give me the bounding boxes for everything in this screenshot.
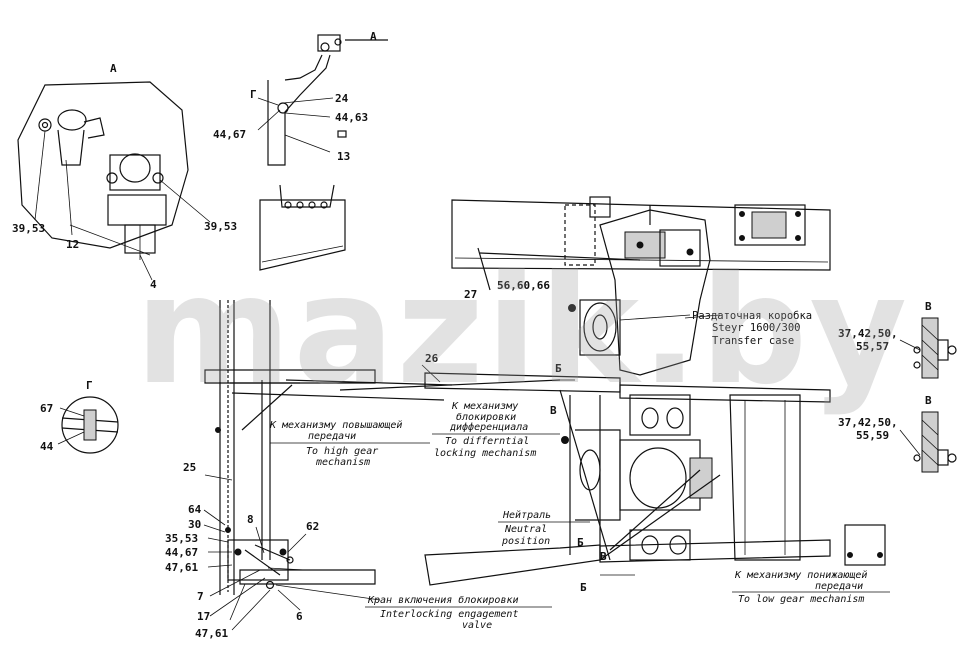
view-a-title: A (110, 62, 117, 75)
view-v-bottom-detail (899, 411, 957, 473)
high-gear-en-2: mechanism (315, 457, 370, 468)
diff-en-2: locking mechanism (434, 448, 536, 459)
diff-ru-2: блокировки (456, 411, 516, 423)
view-v-main2: В (600, 550, 607, 563)
callout-4: 4 (150, 278, 157, 291)
lower-assembly (560, 379, 721, 576)
callout-37-top-a: 37,42,50, (838, 327, 898, 340)
callout-7: 7 (197, 590, 204, 603)
callout-47-61-b: 47,61 (195, 627, 228, 640)
view-g-marker-top: Г (250, 88, 257, 101)
watermark-text: mazik.by (135, 244, 909, 418)
callout-13: 13 (337, 150, 350, 163)
view-a-marker-top: А (370, 30, 377, 43)
top-bracket (257, 34, 388, 209)
transfer-en: Transfer case (712, 335, 794, 347)
diff-ru-3: дифференциала (449, 421, 528, 433)
callout-37-bot-a: 37,42,50, (838, 416, 898, 429)
view-b-main2: Б (577, 536, 584, 549)
cross-members (559, 204, 886, 566)
view-v-main1: В (550, 404, 557, 417)
callout-6: 6 (296, 610, 303, 623)
callout-37-top-b: 55,57 (856, 340, 889, 353)
low-gear-ru-1: К механизму понижающей (734, 569, 867, 581)
view-b-main: Б (555, 362, 562, 375)
view-b-main3: Б (580, 581, 587, 594)
valve-en-1: Interlocking engagement (380, 609, 518, 620)
neutral-en-1: Neutral (504, 524, 547, 535)
callout-47-61-a: 47,61 (165, 561, 198, 574)
callout-39-53-left: 39,53 (12, 222, 45, 235)
callout-44-63: 44,63 (335, 111, 368, 124)
callout-37-bot-b: 55,59 (856, 429, 889, 442)
callout-44: 44 (40, 440, 54, 453)
low-gear-en: To low gear mechanism (738, 594, 864, 605)
view-v-top-title: В (925, 300, 932, 313)
transfer-ru: Раздаточная коробка (692, 310, 812, 322)
callout-64: 64 (188, 503, 202, 516)
valve-ru: Кран включения блокировки (367, 594, 519, 606)
high-gear-ru-2: передачи (308, 431, 356, 442)
high-gear-en-1: To high gear (306, 446, 378, 457)
callout-26: 26 (425, 352, 439, 365)
low-gear-ru-2: передачи (815, 581, 863, 592)
view-v-top-detail (899, 317, 957, 379)
view-g-title: Г (86, 379, 93, 392)
callout-30: 30 (188, 518, 201, 531)
callout-62: 62 (306, 520, 319, 533)
neutral-ru: Нейтраль (502, 509, 551, 521)
callout-44-67-top: 44,67 (213, 128, 246, 141)
callout-67: 67 (40, 402, 53, 415)
high-gear-ru-1: К механизму повышающей (269, 419, 402, 431)
callout-56-60-66: 56,60,66 (497, 279, 550, 292)
transfer-model: Steyr 1600/300 (712, 322, 801, 334)
callout-12: 12 (66, 238, 79, 251)
callout-44-67: 44,67 (165, 546, 198, 559)
neutral-en-2: position (501, 536, 550, 547)
diff-ru-1: К механизму (451, 401, 518, 412)
callout-27: 27 (464, 288, 477, 301)
valve-en-2: valve (462, 620, 492, 631)
callout-8: 8 (247, 513, 254, 526)
callout-24: 24 (335, 92, 349, 105)
view-g-detail (57, 396, 119, 454)
left-leaders (203, 474, 307, 631)
view-a-detail (17, 81, 211, 281)
callout-39-53-right: 39,53 (204, 220, 237, 233)
callout-35-53: 35,53 (165, 532, 198, 545)
transfer-case (477, 196, 721, 376)
lever-assembly (215, 300, 561, 621)
callout-25: 25 (183, 461, 196, 474)
diff-en-1: To differntial (445, 436, 529, 447)
view-v-bottom-title: В (925, 394, 932, 407)
callout-17: 17 (197, 610, 210, 623)
